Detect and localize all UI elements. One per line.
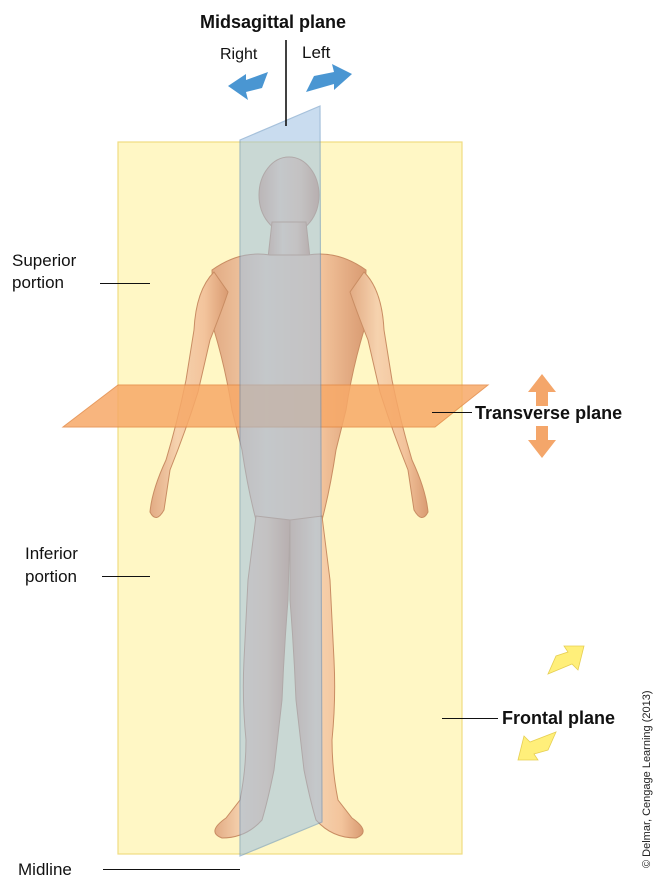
up-arrow-icon: [528, 374, 556, 406]
backward-arrow-icon: [518, 732, 556, 760]
superior-label-line1: Superior: [12, 250, 76, 271]
transverse-plane-label: Transverse plane: [475, 403, 622, 424]
midsagittal-plane-label: Midsagittal plane: [200, 12, 346, 33]
right-label: Right: [220, 44, 257, 65]
midline-label: Midline: [18, 859, 72, 880]
inferior-label-line1: Inferior: [25, 543, 78, 564]
inferior-label-line2: portion: [25, 566, 77, 587]
left-arrow-icon: [306, 64, 352, 92]
forward-arrow-icon: [548, 646, 584, 674]
transverse-leader: [432, 412, 472, 413]
frontal-leader: [442, 718, 498, 719]
midsagittal-plane: [240, 106, 322, 856]
midline-leader: [103, 869, 240, 870]
frontal-plane-label: Frontal plane: [502, 708, 615, 729]
down-arrow-icon: [528, 426, 556, 458]
inferior-leader: [102, 576, 150, 577]
superior-leader: [100, 283, 150, 284]
right-arrow-icon: [228, 72, 268, 100]
superior-label-line2: portion: [12, 272, 64, 293]
copyright-credit: © Delmar, Cengage Learning (2013): [641, 691, 653, 869]
left-label: Left: [302, 42, 330, 63]
